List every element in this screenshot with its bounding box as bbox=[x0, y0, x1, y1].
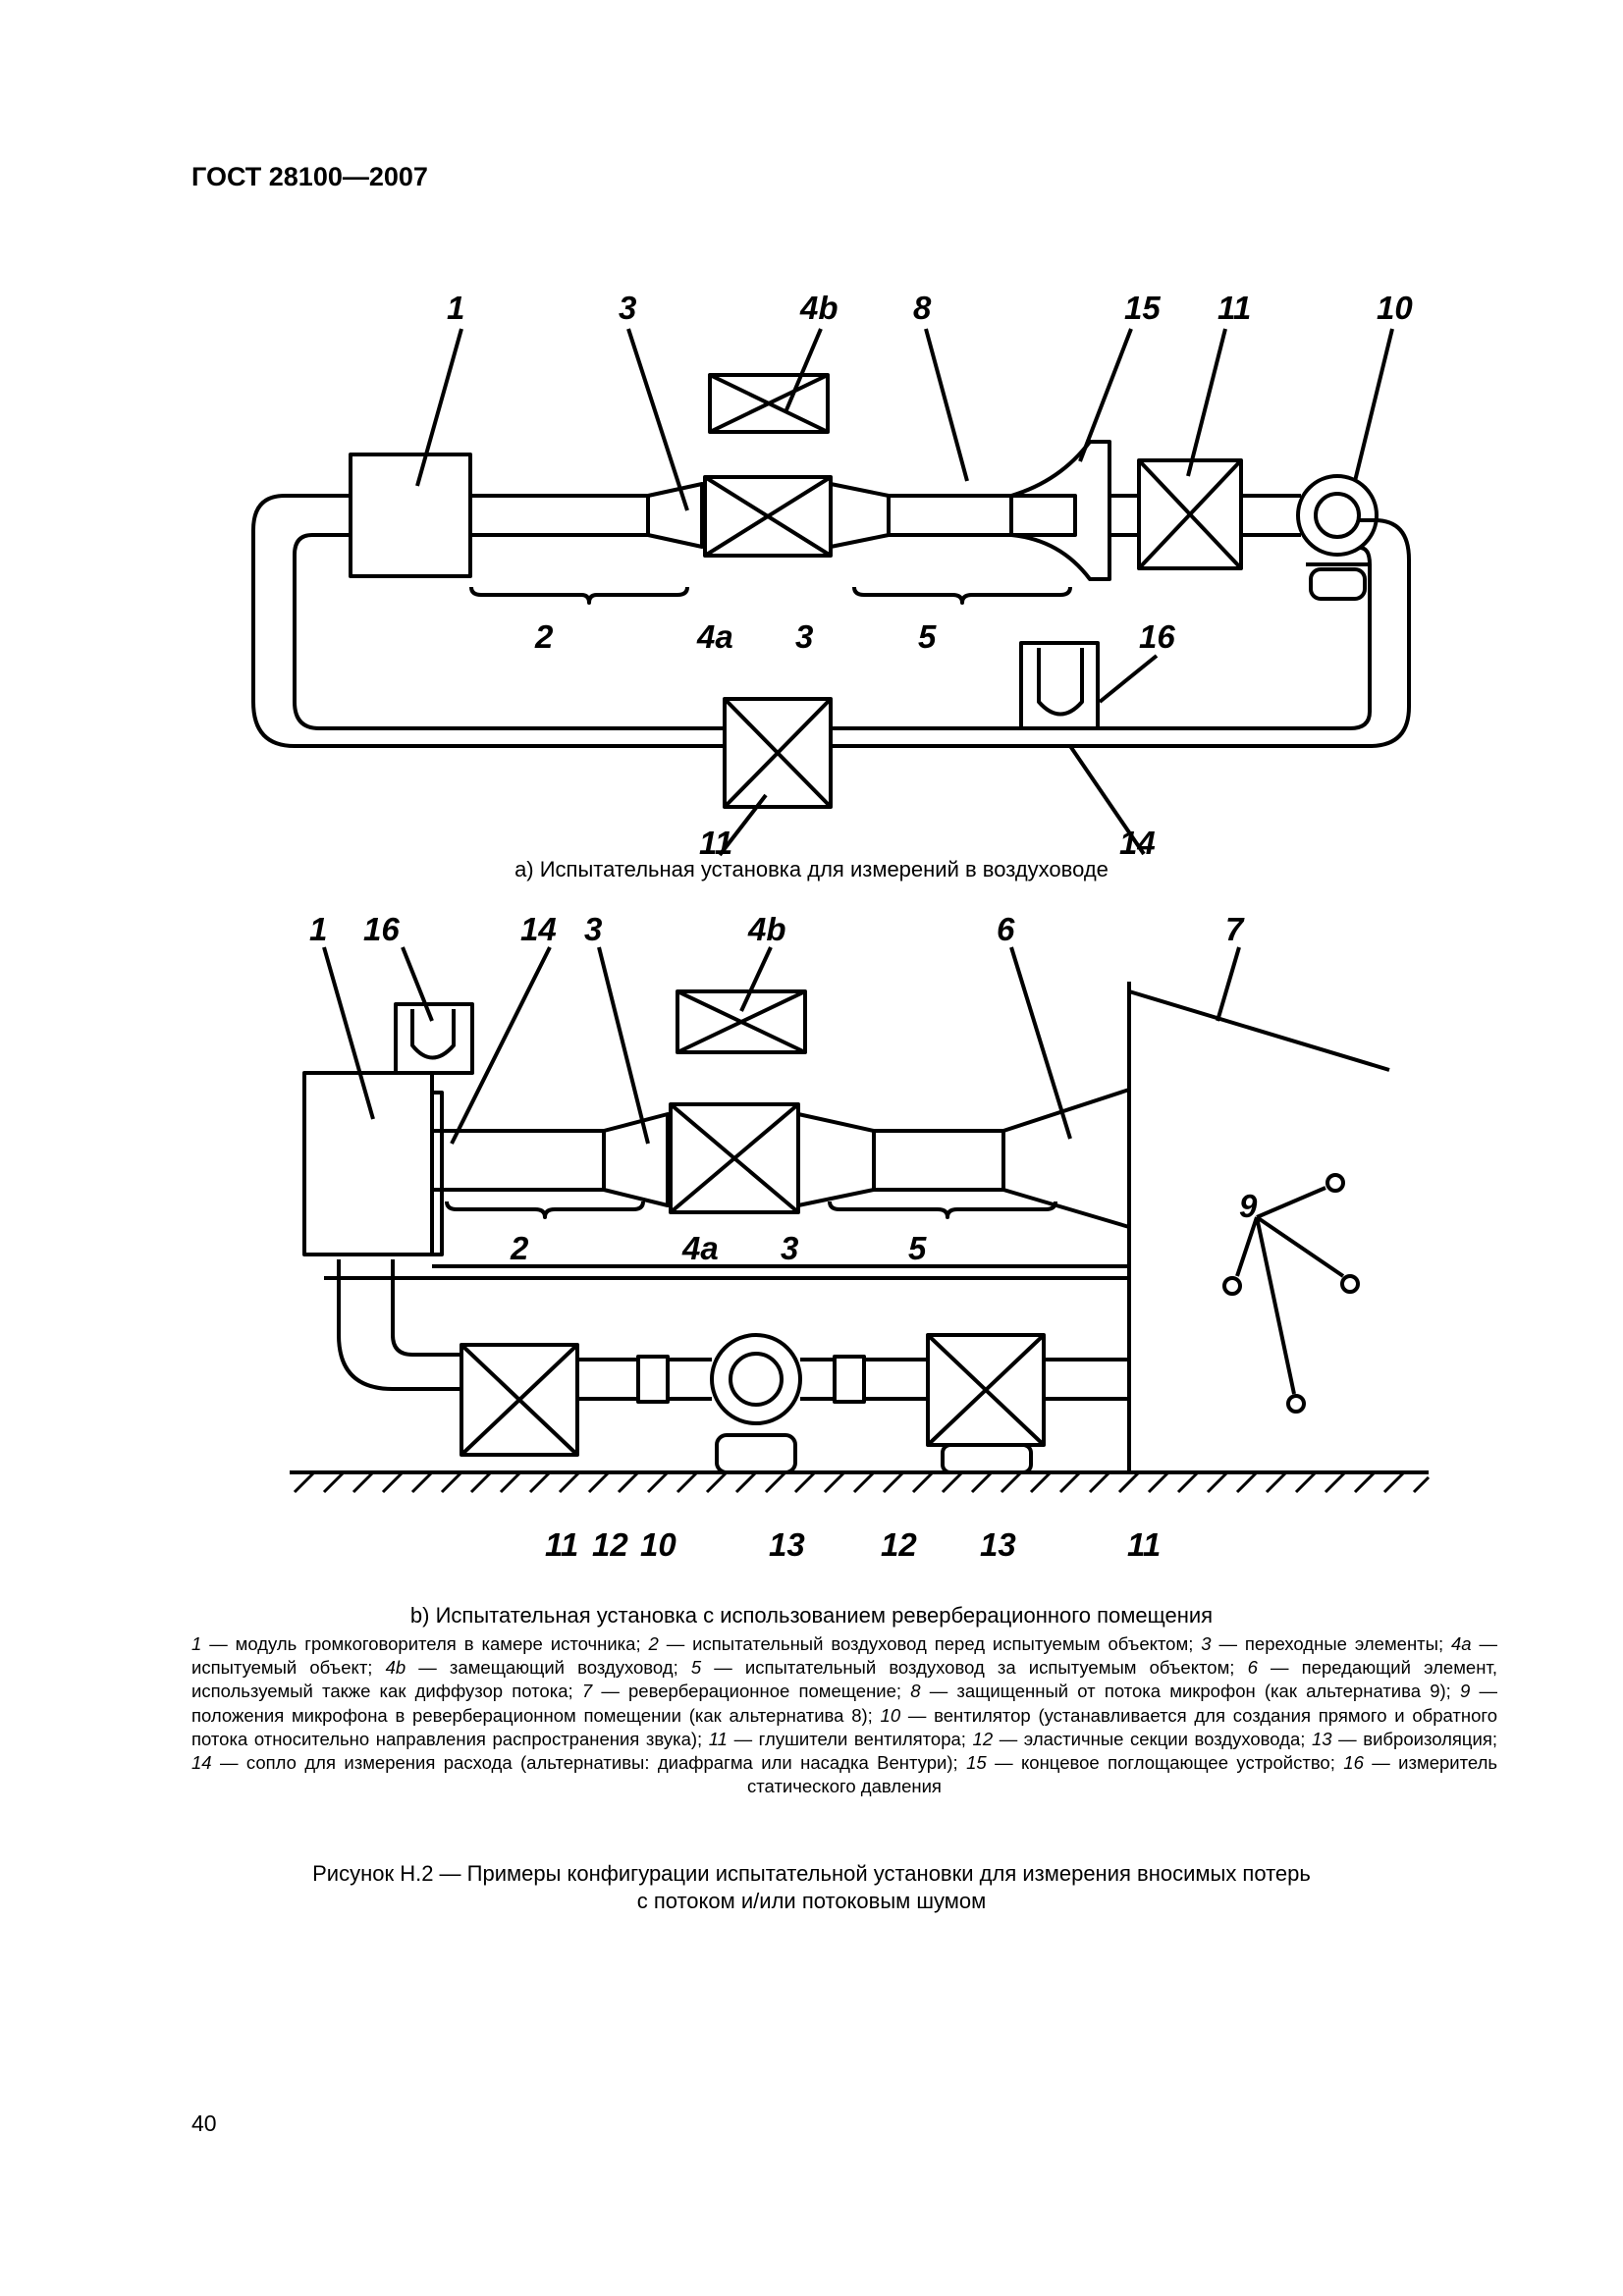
fig-a-label-4b: 4b bbox=[799, 290, 839, 326]
fig-b-label-12b: 12 bbox=[881, 1526, 917, 1563]
figure-title-line1: Рисунок Н.2 — Примеры конфигурации испыт… bbox=[312, 1861, 1311, 1886]
legend-item-text: — переходные элементы; bbox=[1211, 1633, 1452, 1654]
fig-b-label-5: 5 bbox=[908, 1230, 927, 1266]
legend-item-text: — концевое поглощающее устройство; bbox=[986, 1752, 1344, 1774]
legend-item-number: 9 bbox=[1460, 1681, 1471, 1702]
legend-item-number: 12 bbox=[972, 1728, 994, 1749]
fig-b-label-16: 16 bbox=[363, 911, 400, 947]
fig-b-label-7: 7 bbox=[1225, 911, 1245, 947]
fig-b-label-12: 12 bbox=[592, 1526, 628, 1563]
fig-b-label-14: 14 bbox=[520, 911, 557, 947]
legend-item-number: 16 bbox=[1343, 1752, 1364, 1774]
legend-item-text: — реверберационное помещение; bbox=[592, 1681, 911, 1702]
fig-a-label-8: 8 bbox=[913, 290, 932, 326]
legend-item-number: 8 bbox=[910, 1681, 921, 1702]
fig-b-label-3: 3 bbox=[584, 911, 602, 947]
legend-item-number: 6 bbox=[1247, 1657, 1258, 1679]
fig-b-label-6: 6 bbox=[997, 911, 1015, 947]
legend-item-text: — виброизоляция; bbox=[1331, 1728, 1498, 1749]
fig-b-label-3b: 3 bbox=[781, 1230, 798, 1266]
legend-item-number: 10 bbox=[880, 1704, 901, 1726]
legend-item-text: — измеритель статического давления bbox=[747, 1752, 1498, 1797]
fig-a-label-14: 14 bbox=[1119, 825, 1156, 861]
legend-item-text: — испытуемый объект; bbox=[191, 1633, 1498, 1679]
fig-b-label-11: 11 bbox=[545, 1526, 578, 1563]
legend-item-number: 15 bbox=[966, 1752, 987, 1774]
figure-a-caption: a) Испытательная установка для измерений… bbox=[514, 857, 1109, 881]
fig-a-label-10: 10 bbox=[1377, 290, 1413, 326]
legend-item-text: — глушители вентилятора; bbox=[727, 1728, 973, 1749]
fig-a-label-11b: 11 bbox=[699, 825, 732, 861]
fig-b-label-11b: 11 bbox=[1127, 1526, 1161, 1563]
speaker-box bbox=[349, 453, 472, 578]
fig-b-label-4a: 4a bbox=[681, 1230, 719, 1266]
fig-a-label-1: 1 bbox=[447, 290, 464, 326]
legend-item-text: — испытательный воздуховод перед испытуе… bbox=[658, 1633, 1202, 1654]
legend-item-number: 11 bbox=[708, 1728, 728, 1749]
figure-title-line2: с потоком и/или потоковым шумом bbox=[636, 1889, 987, 1913]
figure-b-caption: b) Испытательная установка с использован… bbox=[409, 1603, 1214, 1628]
fig-a-label-5: 5 bbox=[918, 618, 937, 655]
fig-b-label-2: 2 bbox=[510, 1230, 529, 1266]
legend-item-number: 7 bbox=[581, 1681, 593, 1702]
legend-item-text: — сопло для измерения расхода (альтернат… bbox=[211, 1752, 967, 1774]
duct-loop-inner bbox=[293, 533, 1372, 730]
legend-item-text: — замещающий воздуховод; bbox=[406, 1657, 691, 1679]
fig-b-label-10: 10 bbox=[640, 1526, 676, 1563]
fig-b-label-13: 13 bbox=[769, 1526, 805, 1563]
page-number: 40 bbox=[191, 2110, 217, 2136]
document-header: ГОСТ 28100—2007 bbox=[191, 162, 428, 191]
fig-a-label-16: 16 bbox=[1139, 618, 1175, 655]
legend-item-text: — эластичные секции воздуховода; bbox=[993, 1728, 1312, 1749]
legend-item-number: 14 bbox=[191, 1752, 212, 1774]
legend-item-text: — передающий элемент, используемый также… bbox=[191, 1657, 1497, 1702]
legend-item-text: — положения микрофона в реверберационном… bbox=[191, 1681, 1497, 1726]
fig-a-label-2: 2 bbox=[534, 618, 554, 655]
fig-a-label-4a: 4a bbox=[696, 618, 733, 655]
legend-item-number: 4b bbox=[385, 1657, 406, 1679]
legend-item-number: 5 bbox=[690, 1657, 702, 1679]
legend-item-number: 1 bbox=[191, 1633, 202, 1654]
legend-item-number: 3 bbox=[1201, 1633, 1212, 1654]
fig-a-label-11: 11 bbox=[1217, 290, 1251, 326]
figure-legend: 1 — модуль громкоговорителя в камере ист… bbox=[191, 1632, 1497, 1798]
fig-b-label-1: 1 bbox=[309, 911, 327, 947]
figure-title: Рисунок Н.2 — Примеры конфигурации испыт… bbox=[0, 1860, 1623, 1915]
legend-item-number: 2 bbox=[648, 1633, 659, 1654]
fig-b-label-4b: 4b bbox=[747, 911, 786, 947]
legend-item-text: — вентилятор (устанавливается для создан… bbox=[191, 1704, 1497, 1749]
fig-b-label-13b: 13 bbox=[980, 1526, 1016, 1563]
fig-a-label-15: 15 bbox=[1124, 290, 1161, 326]
legend-item-text: — испытательный воздуховод за испытуемым… bbox=[701, 1657, 1248, 1679]
legend-item-number: 13 bbox=[1312, 1728, 1332, 1749]
fig-b-label-9: 9 bbox=[1239, 1188, 1258, 1224]
fig-a-label-3: 3 bbox=[619, 290, 636, 326]
legend-item-text: — защищенный от потока микрофон (как аль… bbox=[920, 1681, 1460, 1702]
fig-a-label-3b: 3 bbox=[795, 618, 813, 655]
legend-item-number: 4a bbox=[1451, 1633, 1472, 1654]
legend-item-text: — модуль громкоговорителя в камере источ… bbox=[201, 1633, 649, 1654]
duct-loop-outer bbox=[251, 494, 1411, 748]
